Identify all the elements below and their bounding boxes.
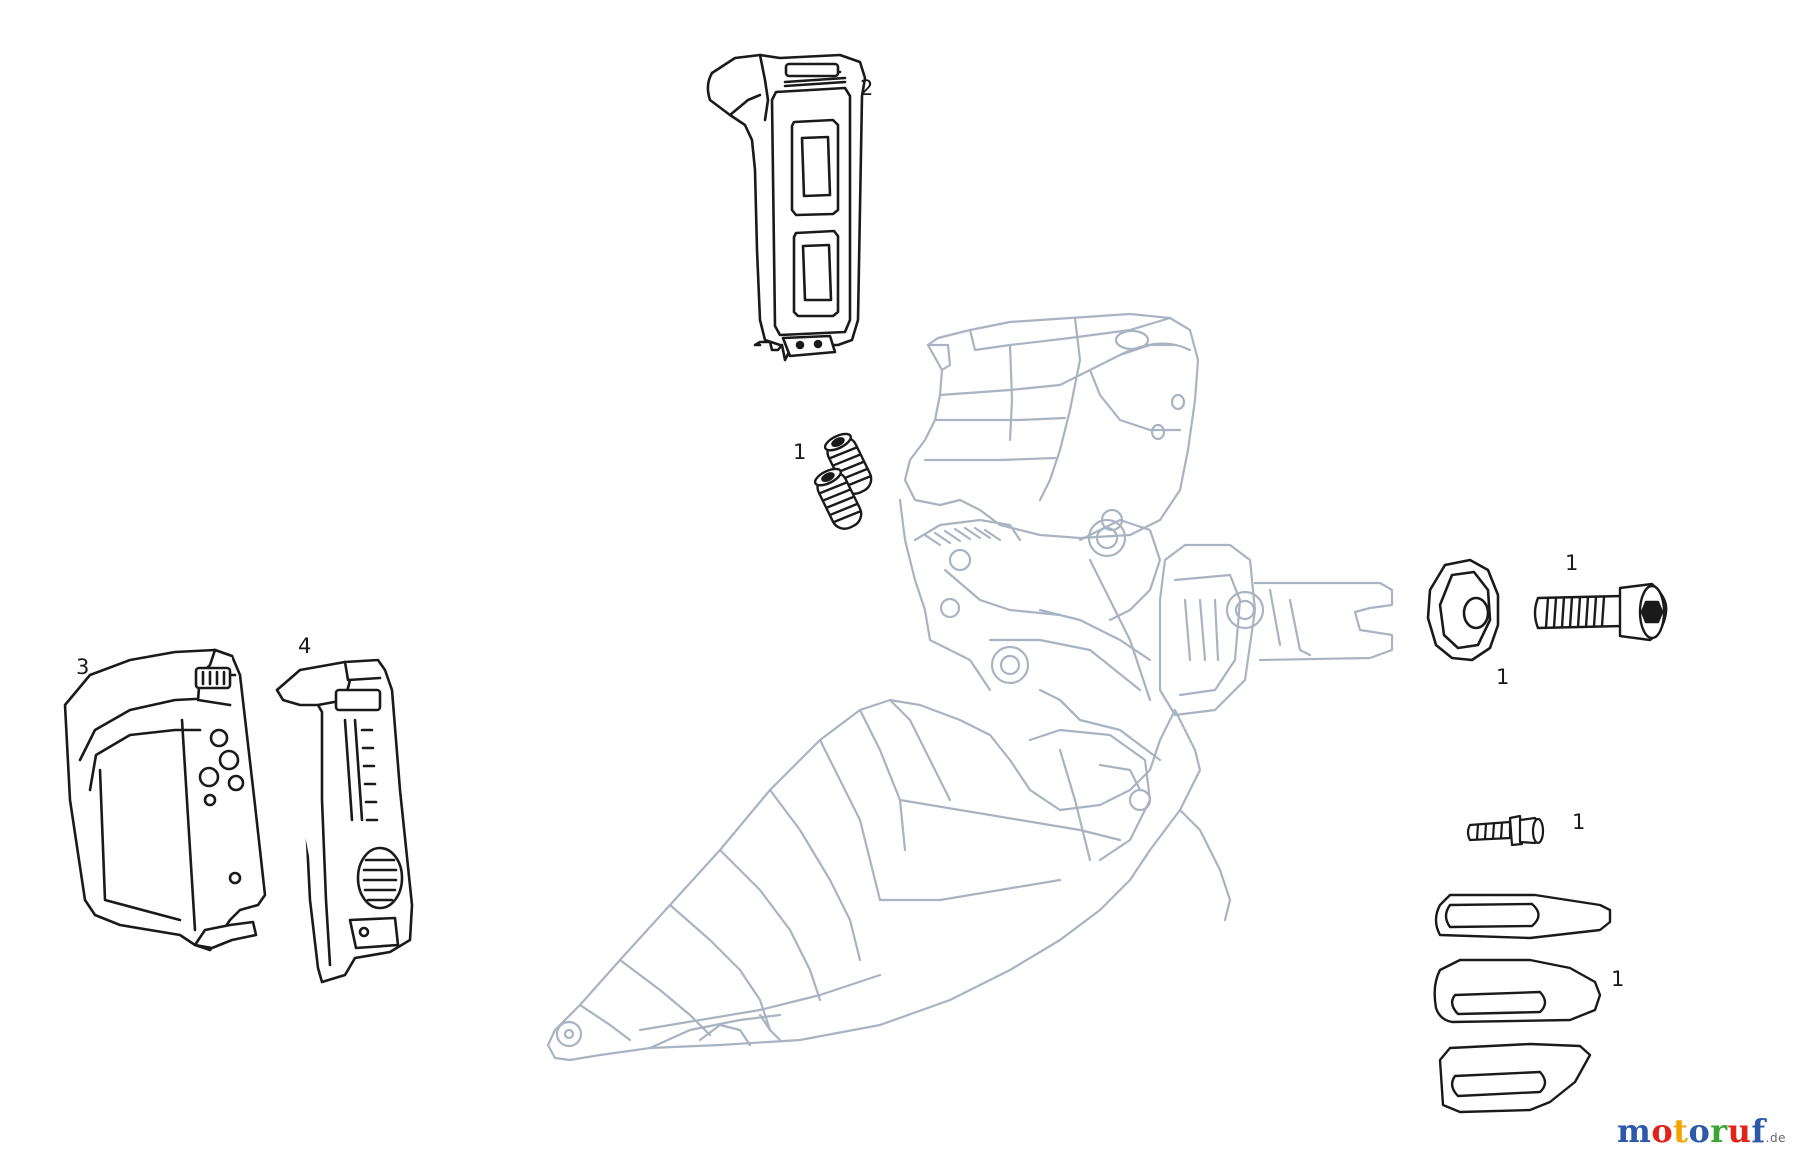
callout-part-1-shims: 1 [1611,967,1625,991]
part-3-battery [63,648,267,952]
watermark-tld: .de [1765,1131,1786,1145]
motoruf-watermark-logo: motoruf.de [1617,1115,1786,1147]
callout-part-1-small-bolt: 1 [1572,810,1586,834]
callout-part-1-washer: 1 [1496,665,1510,689]
callout-part-2: 2 [860,76,874,100]
callout-part-1-set-screws: 1 [793,440,807,464]
front-derailleur-ghost [546,312,1394,1062]
watermark-letter: t [1673,1112,1689,1150]
watermark-letter: o [1688,1112,1711,1150]
watermark-letter: o [1651,1112,1674,1150]
callout-part-3: 3 [76,655,90,679]
watermark-letter: r [1710,1112,1728,1150]
part-1-shims [1433,893,1612,1114]
part-1-set-screws [813,432,873,530]
watermark-letter: f [1751,1112,1766,1150]
callout-part-1-clamp-bolt: 1 [1565,551,1579,575]
part-1-small-bolt [1466,814,1545,847]
watermark-letter: m [1616,1112,1652,1150]
part-2-battery-cover [706,53,867,362]
part-1-washer [1426,558,1500,662]
part-4-battery-holder [275,658,414,984]
callout-part-4: 4 [298,634,312,658]
part-1-clamp-bolt [1533,582,1668,642]
watermark-letter: u [1727,1112,1752,1150]
watermark-wordmark: motoruf [1617,1112,1766,1150]
